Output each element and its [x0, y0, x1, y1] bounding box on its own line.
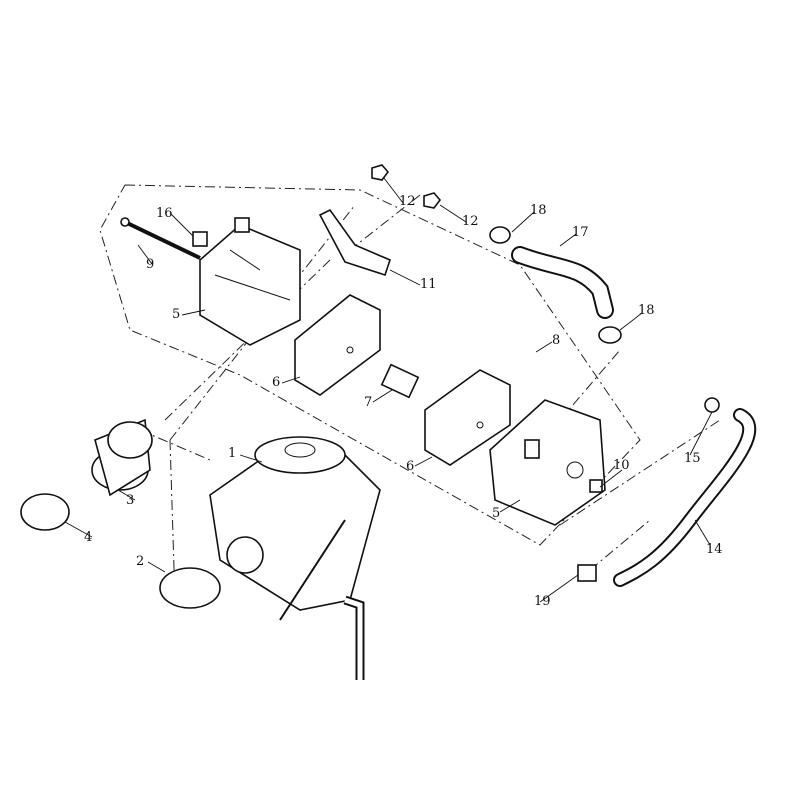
callout-4: 4 [84, 530, 92, 545]
callout-6: 6 [272, 375, 280, 390]
callout-17: 17 [572, 225, 589, 240]
connector [380, 363, 420, 399]
callout-5: 5 [172, 307, 180, 322]
callout-6: 6 [406, 459, 414, 474]
gasket [20, 493, 70, 531]
callout-15: 15 [684, 451, 701, 466]
callout-11: 11 [420, 277, 437, 292]
sleeve [192, 231, 208, 247]
callout-3: 3 [126, 493, 134, 508]
callout-18: 18 [530, 203, 547, 218]
assembly-outline [99, 184, 641, 546]
callout-8: 8 [552, 333, 560, 348]
hose-clip [704, 397, 720, 413]
drain-hose [613, 408, 757, 587]
nut [423, 192, 442, 209]
callout-7: 7 [364, 395, 372, 410]
callout-1: 1 [228, 446, 236, 461]
clamp [159, 567, 221, 609]
callout-12: 12 [462, 214, 479, 229]
filter-element [294, 294, 381, 396]
breather-hose [511, 246, 614, 319]
bracket [318, 208, 391, 277]
nut [371, 164, 390, 181]
callout-19: 19 [534, 594, 551, 609]
callout-5: 5 [492, 506, 500, 521]
filter-hole [346, 346, 354, 354]
filter-housing-left [199, 217, 301, 346]
hose-clamp [489, 226, 511, 244]
hose-clamp [598, 326, 622, 344]
filter-hole [476, 421, 484, 429]
callout-10: 10 [613, 458, 630, 473]
intake-manifold [91, 418, 153, 497]
callout-12: 12 [399, 194, 416, 209]
callout-9: 9 [146, 257, 154, 272]
carburetor [209, 436, 381, 680]
filter-housing-right [489, 399, 606, 526]
callout-18: 18 [638, 303, 655, 318]
callout-14: 14 [706, 542, 723, 557]
hose-cap [577, 564, 597, 582]
filter-element [424, 369, 511, 466]
bolt [120, 217, 201, 260]
leader-lines [64, 177, 713, 603]
callout-2: 2 [136, 554, 144, 569]
callout-16: 16 [156, 206, 173, 221]
